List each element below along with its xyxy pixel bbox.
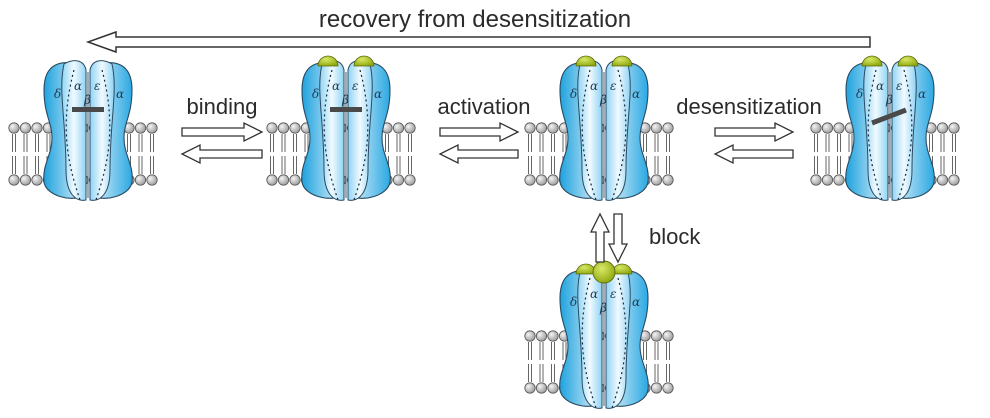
receptor-subunit-beta-outline — [323, 69, 369, 201]
subunit-label: α — [632, 87, 640, 101]
subunit-label: ε — [352, 79, 358, 93]
receptor-subunit-alpha — [863, 60, 889, 201]
agonist-left — [575, 55, 597, 67]
subunit-label: α — [374, 87, 382, 101]
subunit-label: α — [632, 295, 640, 309]
binding-label: binding — [187, 94, 258, 119]
subunit-label: δ — [570, 87, 577, 101]
gate-bar — [871, 107, 907, 126]
receptor-subunit-alpha — [319, 60, 345, 201]
subunit-label: ε — [94, 79, 100, 93]
receptor-subunit-epsilon — [347, 60, 373, 201]
recovery-arrow — [85, 30, 871, 54]
activation-arrows — [438, 121, 520, 165]
subunit-label: δ — [570, 295, 577, 309]
subunit-label: ε — [610, 79, 616, 93]
receptor-subunit-beta-outline — [867, 69, 913, 201]
receptor-subunit-beta-outline — [65, 69, 111, 201]
agonist-left — [317, 55, 339, 67]
recovery-label: recovery from desensitization — [319, 6, 631, 33]
subunit-label: β — [599, 93, 607, 107]
agonist-right — [611, 55, 633, 67]
subunit-label: α — [590, 287, 598, 301]
subunit-label: β — [83, 93, 91, 107]
subunit-label: α — [116, 87, 124, 101]
membranes — [8, 122, 960, 394]
activation-label: activation — [438, 94, 531, 119]
agonist-left — [861, 55, 883, 67]
receptor-subunit-alpha — [61, 60, 87, 201]
gate-bar — [72, 107, 104, 112]
subunit-label: δ — [312, 87, 319, 101]
desensitization-label: desensitization — [676, 94, 822, 119]
block-arrows — [589, 212, 629, 264]
receptor-subunit-alpha — [577, 60, 603, 201]
subunit-label: α — [74, 79, 82, 93]
receptor-subunit-beta-outline — [581, 277, 627, 409]
gate-bar — [330, 107, 362, 112]
subunit-label: ε — [896, 79, 902, 93]
subunit-label: α — [590, 79, 598, 93]
subunit-label: β — [885, 93, 893, 107]
subunit-label: δ — [54, 87, 61, 101]
receptor-subunit-epsilon — [605, 60, 631, 201]
subunit-label: β — [599, 301, 607, 315]
subunit-label: α — [876, 79, 884, 93]
agonist-right — [353, 55, 375, 67]
subunit-label: ε — [610, 287, 616, 301]
agonist-right — [897, 55, 919, 67]
subunit-label: α — [332, 79, 340, 93]
receptor-subunit-beta-outline — [581, 69, 627, 201]
subunit-label: β — [341, 93, 349, 107]
desensitization-arrows — [713, 121, 795, 165]
binding-arrows — [180, 121, 264, 165]
block-label: block — [649, 224, 701, 249]
channel-blocker — [592, 260, 616, 284]
receptor-subunit-epsilon — [891, 60, 917, 201]
receptor-subunit-epsilon — [89, 60, 115, 201]
subunit-label: δ — [856, 87, 863, 101]
subunit-label: α — [918, 87, 926, 101]
